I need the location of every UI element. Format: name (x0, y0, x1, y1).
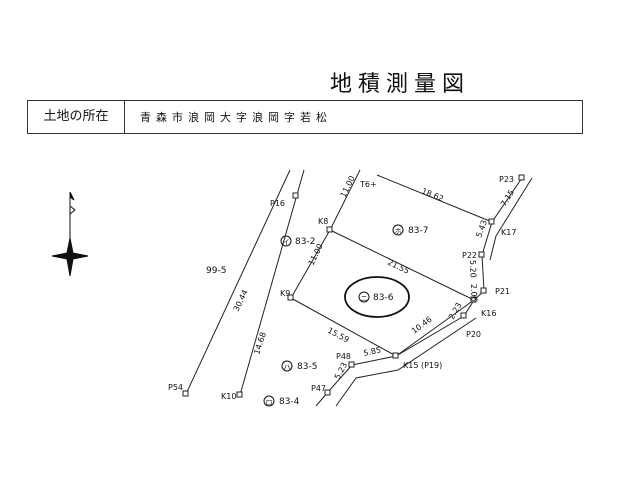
label-k8: K8 (318, 217, 328, 226)
dist-1862: 18.62 (420, 187, 445, 204)
label-p16: P16 (270, 199, 285, 208)
label-p22: P22 (462, 251, 477, 260)
dist-206: 2.06 (469, 284, 479, 302)
marker-k8 (326, 226, 333, 233)
location-table: 土地の所在 青森市浪岡大字浪岡字若松 (27, 100, 583, 134)
parcel-99-5: 99-5 (206, 266, 226, 276)
parcel-83-7: 83-7 (408, 226, 428, 236)
marker-k9 (287, 294, 294, 301)
marker-k16 (470, 296, 477, 303)
dist-1046: 10.46 (410, 315, 434, 336)
dist-3044: 30.44 (232, 288, 250, 313)
parcel-mark-83-4: ロ (266, 399, 273, 407)
parcel-mark-83-2: イ (283, 239, 290, 247)
marker-p16 (292, 192, 299, 199)
dist-1468: 14.68 (252, 331, 268, 356)
marker-p48 (348, 361, 355, 368)
label-p20: P20 (466, 330, 481, 339)
marker-p54 (182, 390, 189, 397)
label-p21: P21 (495, 287, 510, 296)
marker-p47 (324, 389, 331, 396)
boundary-left-inner (239, 169, 305, 396)
marker-k15 (392, 352, 399, 359)
label-t6: T6+ (359, 180, 377, 189)
north-arrow-icon (51, 191, 89, 277)
location-value: 青森市浪岡大字浪岡字若松 (140, 111, 332, 124)
marker-p21 (480, 287, 487, 294)
parcel-83-4: 83-4 (279, 397, 300, 407)
label-p48: P48 (336, 352, 351, 361)
dist-543: 5.43 (474, 219, 489, 239)
label-p47: P47 (311, 384, 326, 393)
marker-p23 (518, 174, 525, 181)
parcel-mark-83-7: ホ (395, 228, 402, 236)
location-label: 土地の所在 (28, 101, 125, 133)
parcel-83-5: 83-5 (297, 362, 317, 372)
boundary-k8-top (329, 169, 361, 231)
label-k15: K15 (P19) (403, 361, 442, 370)
dist-520: 5.20 (468, 260, 478, 278)
parcel-mark-83-5: ハ (284, 364, 291, 372)
marker-p22 (478, 251, 485, 258)
parcel-83-2: 83-2 (295, 237, 315, 247)
parcel-mark-83-6: ニ (361, 295, 368, 303)
marker-k17 (488, 218, 495, 225)
marker-k10 (236, 391, 243, 398)
label-k10: K10 (221, 392, 236, 401)
marker-p20 (460, 312, 467, 319)
parcel-83-6: 83-6 (373, 293, 394, 303)
dist-585: 5.85 (363, 345, 382, 358)
document-title: 地積測量図 (330, 72, 471, 97)
parcel-highlight (344, 276, 410, 318)
label-k9: K9 (280, 289, 290, 298)
dist-1100-top: 11.00 (339, 174, 357, 199)
label-k16: K16 (481, 309, 496, 318)
label-k17: K17 (501, 228, 516, 237)
boundary-left-outer (185, 169, 291, 395)
label-p54: P54 (168, 383, 183, 392)
dist-2155: 21.55 (386, 258, 411, 276)
label-p23: P23 (499, 175, 514, 184)
